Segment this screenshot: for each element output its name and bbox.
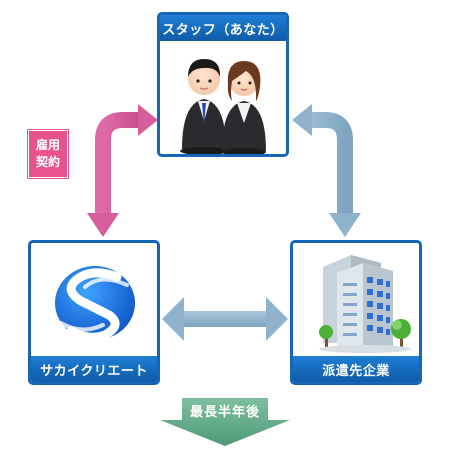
- employment-label-line1: 雇用: [35, 138, 60, 152]
- client-box: 派遣先企業: [290, 240, 422, 385]
- down-arrow-icon: [160, 398, 290, 446]
- dispatch-work-arrow: [292, 104, 361, 237]
- arrowhead-right: [266, 297, 288, 341]
- client-box-title: 派遣先企業: [293, 356, 419, 382]
- arrowhead-left: [162, 297, 184, 341]
- employment-label-line2: 契約: [35, 155, 60, 169]
- staff-box-title: スタッフ（あなた）: [160, 15, 286, 41]
- staff-box: スタッフ（あなた）: [157, 12, 289, 157]
- employment-arrow: [87, 104, 158, 237]
- arrowhead-down: [329, 213, 361, 237]
- male-staff-icon: [180, 59, 228, 154]
- tree-icon: [319, 325, 333, 347]
- company-box: サカイクリエート: [28, 240, 160, 385]
- office-building-icon: [319, 255, 411, 353]
- company-logo: [55, 266, 135, 342]
- dispatch-contract-arrow: [162, 297, 288, 341]
- employment-contract-label: 雇用 契約: [28, 130, 68, 178]
- footer-label: 最長半年後: [189, 405, 260, 420]
- arrowhead-left: [292, 104, 312, 136]
- tree-icon: [391, 319, 411, 347]
- staff-people-icon: [180, 59, 266, 154]
- arrowhead-right: [138, 104, 158, 136]
- female-staff-icon: [222, 61, 266, 154]
- company-box-title: サカイクリエート: [31, 356, 157, 382]
- arrowhead-down: [87, 213, 119, 237]
